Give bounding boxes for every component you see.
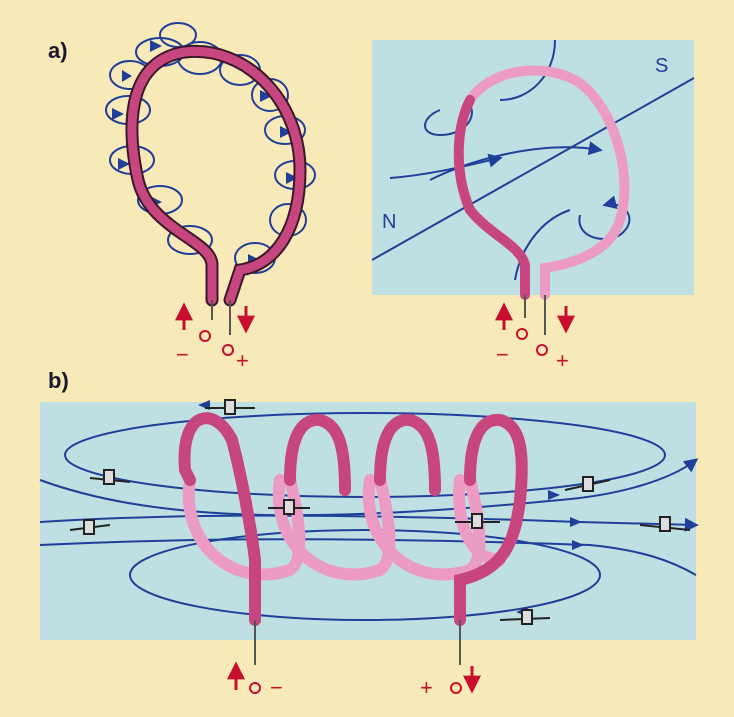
compass-needle xyxy=(639,516,691,532)
panel-b-label: b) xyxy=(48,368,69,393)
solenoid-plus: + xyxy=(420,675,433,700)
pole-s-label: S xyxy=(655,55,668,77)
pole-n-label: N xyxy=(382,211,396,233)
plus-sign-right: + xyxy=(556,348,569,373)
compass-needle xyxy=(69,519,111,535)
compass-needle xyxy=(89,469,131,485)
solenoid-diagram: − + xyxy=(39,399,699,700)
coil-wire-front xyxy=(453,95,530,300)
compass-needle xyxy=(268,499,310,515)
plus-sign: + xyxy=(236,348,249,373)
solenoid-minus: − xyxy=(270,675,283,700)
current-loop-diagram: − + xyxy=(105,22,316,373)
compass-needle xyxy=(564,476,611,492)
compass-needle xyxy=(499,609,551,625)
terminal-minus xyxy=(199,330,211,342)
compass-needle xyxy=(455,513,500,529)
minus-sign-right: − xyxy=(496,342,509,367)
panel-a-label: a) xyxy=(48,38,68,63)
field-panel-a xyxy=(372,40,694,295)
minus-sign: − xyxy=(176,342,189,367)
coil-wire-back xyxy=(465,65,630,300)
terminal-plus xyxy=(222,344,234,356)
dipole-axis xyxy=(371,77,695,261)
loop-with-poles-diagram: S N − + xyxy=(371,39,695,373)
compass-needle xyxy=(205,399,255,415)
compass-needles xyxy=(69,399,691,625)
